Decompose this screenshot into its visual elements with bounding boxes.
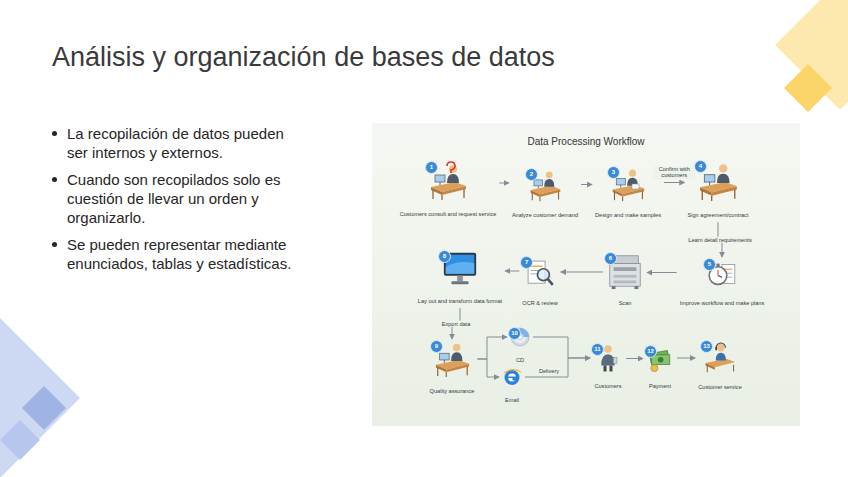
step-caption-text: Customer service: [698, 384, 742, 391]
step-caption-text: Customers consult and request service: [400, 211, 497, 218]
workflow-step: 13Customer service: [696, 340, 744, 393]
workflow-step: 1Customers consult and request service: [398, 161, 499, 220]
step-caption: Quality assurance: [428, 378, 477, 397]
workflow-step: 5Improve workflow and make plans: [678, 258, 767, 309]
flow-arrow: [581, 184, 592, 185]
step-caption: Email: [500, 387, 524, 406]
callout-number: 6: [604, 252, 617, 265]
flow-arrow: [677, 358, 695, 359]
flow-arrow: [477, 337, 507, 359]
callout-number: 7: [520, 256, 533, 269]
step-caption-text: Improve workflow and make plans: [680, 300, 765, 307]
flow-arrow: [525, 358, 590, 377]
workflow-step: 4Sign agreement/contract: [686, 160, 751, 221]
flow-arrow: [561, 272, 603, 273]
workflow-step: 9Quality assurance: [428, 340, 477, 397]
step-caption: Payment: [644, 373, 676, 392]
callout-number: 11: [591, 343, 604, 356]
flow-arrow: [626, 358, 643, 359]
step-icons: [431, 162, 737, 385]
bullet-text: Cuando son recopilados solo es cuestión …: [67, 170, 307, 227]
step-caption: Design and make samples: [593, 202, 663, 221]
deco-diamond: [0, 318, 80, 477]
workflow-step: 8Lay out and transform data format: [416, 250, 504, 307]
flow-arrow: [477, 359, 499, 377]
step-caption-text: Quality assurance: [430, 388, 475, 395]
step-caption-text: Lay out and transform data format: [418, 298, 502, 305]
workflow-step: 10CD: [508, 327, 532, 366]
step-caption: Sign agreement/contract: [686, 202, 751, 221]
callout-number: 9: [430, 340, 443, 353]
step-caption-text: OCR & review: [522, 300, 557, 307]
workflow-step: 7OCR & review: [520, 256, 559, 309]
step-caption-text: Design and make samples: [595, 212, 661, 219]
slide-title: Análisis y organización de bases de dato…: [52, 42, 555, 73]
workflow-step: 2Analyze customer demand: [510, 168, 580, 221]
step-caption-text: Sign agreement/contract: [688, 212, 749, 219]
flow-arrow: [505, 271, 519, 272]
step-caption: Customer service: [696, 374, 744, 393]
callout-number: 2: [525, 168, 538, 181]
step-caption-text: Customers: [594, 383, 621, 390]
callout-number: 12: [644, 345, 657, 358]
edge-label: Export data: [441, 320, 472, 327]
step-caption: OCR & review: [520, 290, 559, 309]
bullet-dot: [52, 177, 57, 182]
step-caption: Customers: [591, 373, 625, 392]
bullet-text: Se pueden representar mediante enunciado…: [67, 235, 307, 273]
callout-number: 8: [438, 250, 451, 263]
step-caption-text: Payment: [649, 383, 671, 390]
step-caption-text: Analyze customer demand: [512, 212, 578, 219]
step-caption: Customers consult and request service: [398, 201, 499, 220]
flow-arrow: [647, 272, 677, 273]
diagram-panel: [372, 123, 800, 426]
step-caption: CD: [508, 347, 532, 366]
flow-arrow: [499, 183, 509, 184]
edge-label: Confirm with customers: [653, 166, 695, 179]
callout-number: 10: [508, 327, 521, 340]
sample-sheet: [632, 184, 639, 189]
bullet-text: La recopilación de datos pueden ser inte…: [67, 124, 307, 162]
bullet-dot: [52, 242, 57, 247]
deco-diamond: [22, 386, 66, 430]
workflow-step: 11Customers: [591, 343, 625, 392]
step-caption: Scan: [604, 290, 646, 309]
step-caption-text: Email: [505, 397, 519, 404]
diagram-heading: Data Processing Workflow: [372, 136, 800, 147]
workflow-step: Email: [500, 367, 524, 406]
flow-arrow: [533, 337, 590, 358]
edge-label: Delivery: [538, 368, 560, 375]
callout-number: 13: [700, 340, 713, 353]
workflow-step: 6Scan: [604, 252, 646, 309]
workflow-step: 12Payment: [644, 345, 676, 392]
deco-diamond: [784, 64, 832, 112]
step-caption-text: Scan: [619, 300, 632, 307]
callout-number: 3: [607, 166, 620, 179]
step-caption-text: CD: [516, 357, 524, 364]
email-icon: [504, 370, 521, 385]
flow-arrow: [664, 182, 685, 183]
step-caption: Improve workflow and make plans: [678, 290, 767, 309]
bullet-dot: [52, 131, 57, 136]
edge-label: Learn detail requirements: [687, 236, 752, 243]
question-icon: [447, 162, 455, 177]
step-caption: Lay out and transform data format: [416, 288, 504, 307]
step-caption: Analyze customer demand: [510, 202, 580, 221]
callout-number: 1: [425, 161, 438, 174]
callout-number: 4: [694, 160, 707, 173]
deco-diamond: [0, 420, 40, 460]
callout-number: 5: [703, 258, 716, 271]
